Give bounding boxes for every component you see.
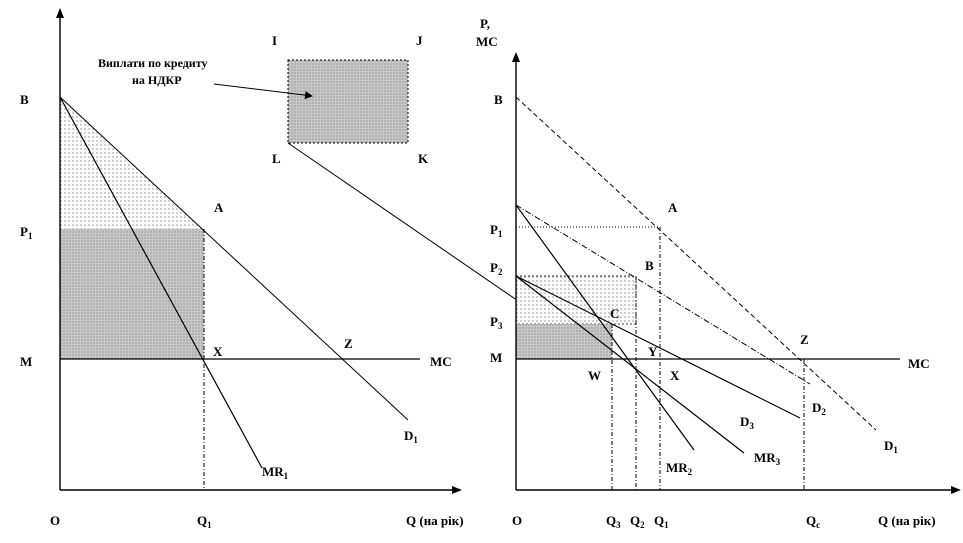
left-demand-d1 xyxy=(59,96,409,421)
left-panel: B P1 M A X Z MC D1 MR1 O Q1 Q (на рік) xyxy=(20,8,464,530)
left-label-x: X xyxy=(213,344,223,359)
right-profit-area-lower xyxy=(516,324,612,359)
left-x-axis-label: Q (на рік) xyxy=(406,513,464,528)
right-label-p1: P1 xyxy=(490,222,503,239)
right-demand-d2 xyxy=(515,204,811,385)
box-label-j: J xyxy=(416,33,423,48)
right-mr2-line xyxy=(515,204,695,451)
left-label-p1: P1 xyxy=(20,224,33,241)
right-label-c: C xyxy=(610,306,619,321)
monopoly-profit-area xyxy=(60,229,204,359)
right-label-qc-axis: Qc xyxy=(806,513,820,530)
right-label-p2: P2 xyxy=(490,260,503,277)
box-label-i: I xyxy=(272,33,277,48)
right-x-axis-arrow xyxy=(951,486,961,494)
right-y-axis-label-2: MC xyxy=(476,34,498,49)
right-label-q3-axis: Q3 xyxy=(606,513,621,530)
left-label-b: B xyxy=(20,92,29,107)
rd-credit-box: I J L K Виплати по кредиту на НДКР xyxy=(98,33,429,166)
left-label-q1-axis: Q1 xyxy=(197,513,212,530)
left-x-axis-arrow xyxy=(452,486,462,494)
rd-payment-rectangle xyxy=(287,59,409,144)
left-label-a: A xyxy=(214,200,224,215)
right-profit-area-upper xyxy=(515,275,637,325)
right-label-q2-axis: Q2 xyxy=(630,513,645,530)
right-label-z: Z xyxy=(800,332,809,347)
left-label-m: M xyxy=(20,354,32,369)
right-label-d1: D1 xyxy=(884,438,898,455)
right-label-x: X xyxy=(670,368,680,383)
right-label-d2: D2 xyxy=(812,400,826,417)
right-label-mc: MC xyxy=(908,356,930,371)
right-origin: O xyxy=(512,513,522,528)
right-y-axis-arrow xyxy=(512,52,520,62)
left-y-axis-arrow xyxy=(56,8,64,18)
left-origin: O xyxy=(50,513,60,528)
left-label-d1: D1 xyxy=(404,428,418,445)
annotation-arrow xyxy=(213,83,313,100)
connector-arrow xyxy=(287,142,541,317)
right-label-a: A xyxy=(668,200,678,215)
left-label-z: Z xyxy=(344,336,353,351)
right-y-axis-label-1: P, xyxy=(480,16,490,31)
right-label-d3: D3 xyxy=(740,414,754,431)
right-panel: P, MC B P1 P2 P3 M A B C Y W X Z MC D1 D… xyxy=(476,16,961,530)
annotation-line-2: на НДКР xyxy=(132,73,182,87)
right-x-axis-label: Q (на рік) xyxy=(878,513,936,528)
left-label-mr1: MR1 xyxy=(262,464,289,481)
right-label-q1-axis: Q1 xyxy=(654,513,669,530)
right-label-m: M xyxy=(490,350,502,365)
box-label-l: L xyxy=(272,151,281,166)
right-demand-d3 xyxy=(515,275,801,419)
box-label-k: K xyxy=(418,151,429,166)
right-label-b: B xyxy=(494,92,503,107)
right-mr3-line xyxy=(515,275,745,454)
right-label-p3: P3 xyxy=(490,314,503,331)
right-label-mr2: MR2 xyxy=(666,460,693,477)
right-label-y: Y xyxy=(648,344,658,359)
right-label-b2: B xyxy=(645,258,654,273)
right-label-mr3: MR3 xyxy=(754,450,781,467)
left-label-mc: MC xyxy=(430,354,452,369)
left-mr1-line xyxy=(59,96,263,469)
right-demand-d1 xyxy=(515,96,877,431)
annotation-line-1: Виплати по кредиту xyxy=(98,56,207,70)
right-label-w: W xyxy=(588,368,601,383)
